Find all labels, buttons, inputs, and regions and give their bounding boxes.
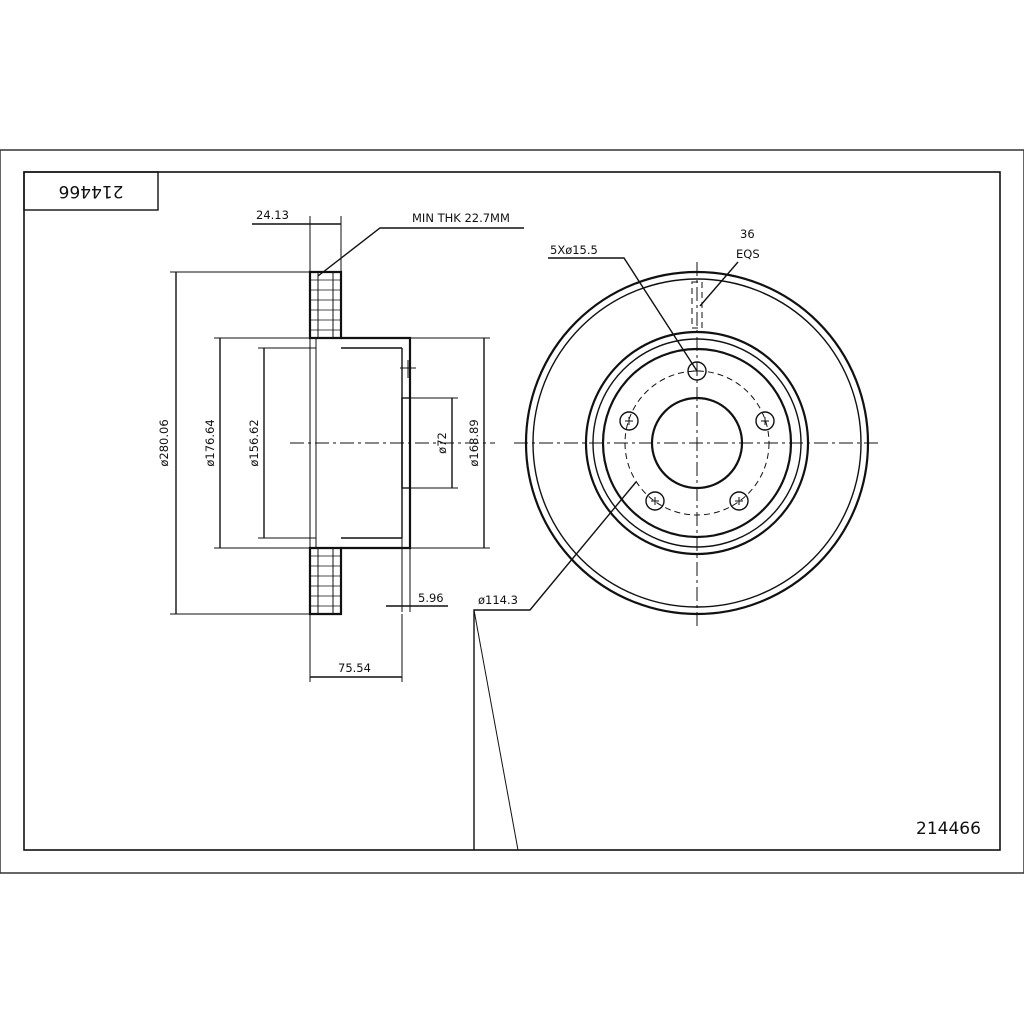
drawing-frame (0, 149, 1024, 874)
vent-slot (691, 281, 703, 329)
bolt-circle (624, 370, 770, 516)
dim-diameter-176: ø176.64 (203, 419, 217, 466)
dim-hat-offset: 24.13 (256, 208, 289, 222)
hat-outer-edge (584, 330, 810, 556)
rotor-outer-inner-edge (532, 278, 862, 608)
dim-bolt-circle: ø114.3 (478, 593, 518, 607)
dim-diameter-156: ø156.62 (247, 419, 261, 466)
bolt-hole (687, 361, 707, 381)
dim-vents-label: EQS (736, 247, 760, 261)
center-bore (650, 396, 744, 490)
rotor-outer-edge (524, 270, 870, 616)
vents-leader (699, 261, 739, 307)
bolt-holes (619, 361, 775, 511)
dim-center-bore: ø72 (435, 432, 449, 454)
center-bore-section (401, 397, 411, 489)
dim-total-height: 75.54 (338, 661, 371, 675)
dim-bolt-holes: 5Xø15.5 (550, 243, 598, 257)
hat-inner-edge (592, 338, 802, 548)
dim-min-thickness: MIN THK 22.7MM (412, 211, 510, 225)
bolt-hole (729, 491, 749, 511)
bolt-hole (755, 411, 775, 431)
part-number: 214466 (916, 819, 981, 839)
hub-face (601, 347, 793, 539)
side-view: ø280.06 ø176.64 ø156.62 ø72 ø168.89 24.1… (157, 208, 524, 682)
bolt-hole (619, 411, 639, 431)
bolt-holes-leader (548, 257, 698, 372)
vent-hatching (310, 279, 341, 607)
part-number-box: 214466 (23, 171, 159, 211)
min-thickness-leader (317, 227, 524, 277)
dim-flange-thickness: 5.96 (418, 591, 444, 605)
drawing-border (23, 171, 1001, 851)
dim-hat-diameter: ø168.89 (467, 419, 481, 466)
dim-outer-diameter: ø280.06 (157, 419, 171, 466)
dim-vents-count: 36 (740, 227, 755, 241)
front-view: 5Xø15.5 36 EQS ø114.3 (473, 227, 880, 851)
part-number-mirrored: 214466 (59, 181, 124, 201)
bolt-hole (645, 491, 665, 511)
bolt-circle-leader (473, 481, 637, 850)
